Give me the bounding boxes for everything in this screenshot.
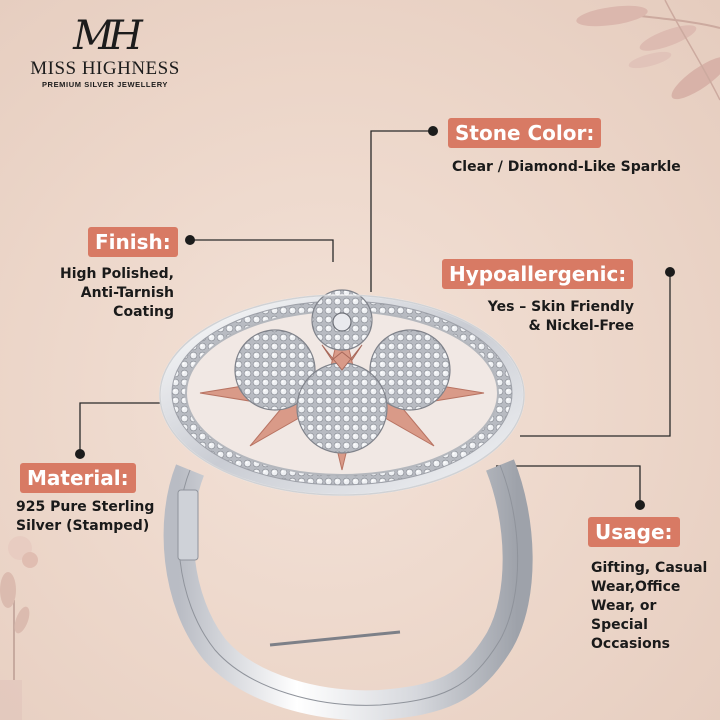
usage-line-5: Occasions [591, 636, 670, 652]
gem-cluster-right [369, 329, 451, 411]
gem-cluster-left [234, 329, 316, 411]
ring-band [163, 459, 533, 720]
material-value: 925 Pure Sterling Silver (Stamped) [16, 498, 154, 536]
stone-color-label: Stone Color: [448, 118, 602, 148]
hypoallergenic-line-2: & Nickel-Free [528, 318, 635, 334]
usage-value: Gifting, Casual Wear,Office Wear, or Spe… [591, 559, 707, 654]
material-line-1: 925 Pure Sterling [16, 499, 155, 515]
finish-label: Finish: [88, 227, 178, 257]
usage-line-1: Gifting, Casual [591, 560, 708, 576]
hypoallergenic-value: Yes – Skin Friendly & Nickel-Free [488, 298, 634, 336]
brand-tagline: PREMIUM SILVER JEWELLERY [41, 80, 169, 89]
brand-monogram: MH [73, 13, 143, 59]
material-label: Material: [20, 463, 136, 493]
leader-lines [79, 130, 671, 505]
usage-line-3: Wear, or [591, 598, 657, 614]
material-line-2: Silver (Stamped) [16, 518, 150, 534]
usage-line-4: Special [591, 617, 648, 633]
finish-line-3: Coating [113, 304, 174, 320]
finish-line-2: Anti-Tarnish [80, 285, 174, 301]
usage-label: Usage: [588, 517, 680, 547]
decor-flowers-top-right [576, 0, 720, 101]
brand-name: MISS HIGHNESS [30, 58, 180, 79]
hypoallergenic-line-1: Yes – Skin Friendly [487, 299, 634, 315]
gem-cluster-center [296, 362, 388, 454]
center-stone [332, 312, 352, 332]
finish-value: High Polished, Anti-Tarnish Coating [60, 265, 174, 322]
stone-color-value: Clear / Diamond-Like Sparkle [452, 159, 681, 175]
leader-dots [75, 126, 675, 510]
ring-head [159, 289, 525, 496]
hypoallergenic-label: Hypoallergenic: [442, 259, 634, 289]
decor-plant-bottom-left [0, 536, 38, 720]
finish-line-1: High Polished, [60, 266, 174, 282]
brand-logo: MH MISS HIGHNESS PREMIUM SILVER JEWELLER… [22, 14, 188, 89]
usage-line-2: Wear,Office [591, 579, 681, 595]
